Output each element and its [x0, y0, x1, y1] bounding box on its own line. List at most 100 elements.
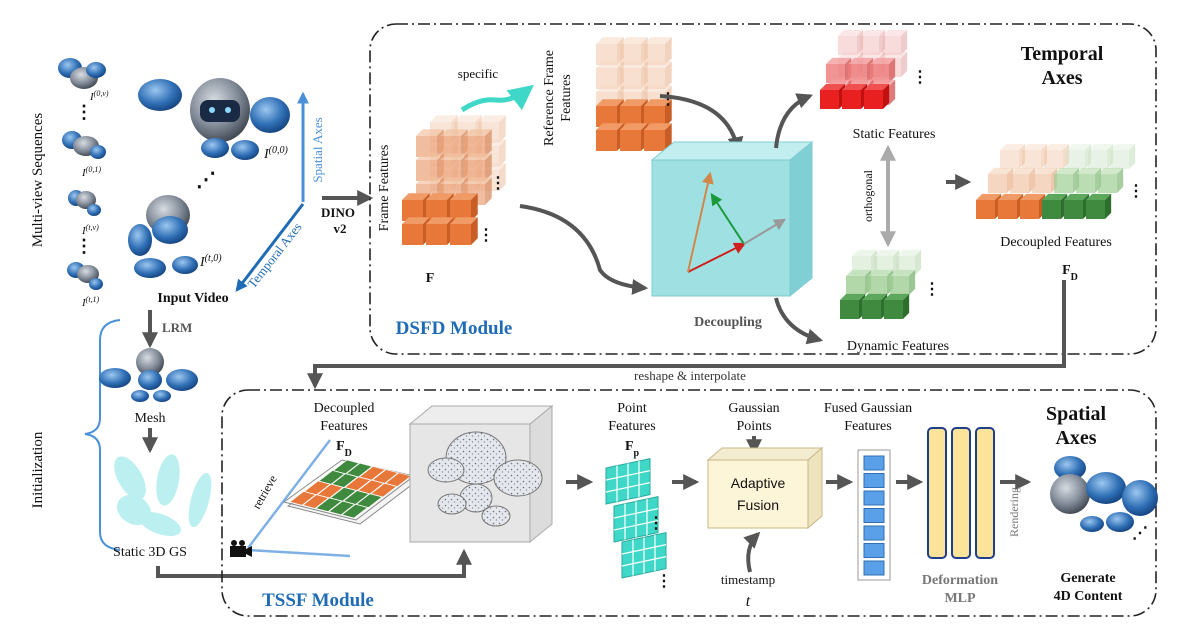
frame-feature-block-mid — [464, 129, 492, 157]
reference-features-grid: ⋮ — [596, 37, 676, 151]
camera-icon — [230, 540, 252, 557]
ref-feature-block-front — [620, 123, 648, 151]
decoupled-block-green-mid — [1098, 167, 1124, 193]
decoupled-block-orange-mid — [988, 167, 1014, 193]
decoupled-block-green-back — [1066, 143, 1092, 169]
initialization-section: Initialization LRM Mesh Static 3D GS — [30, 310, 472, 578]
tssf-box — [221, 389, 1157, 617]
frame-features-label: Frame Features — [377, 145, 392, 232]
ellipsis-dots: ⋮ — [1128, 183, 1144, 200]
static-feature-block-front — [864, 83, 890, 109]
specific-arrow — [460, 84, 534, 113]
frame-to-cube-arrow — [519, 204, 649, 295]
decoupled-block-green-front — [1064, 193, 1090, 219]
ref-feature-block-front — [644, 99, 672, 127]
green-vector — [710, 192, 745, 245]
fused-feature-cell — [863, 560, 885, 576]
ref-feature-block-front — [620, 99, 648, 127]
deformation-label: Deformation — [922, 573, 998, 588]
fused-gaussian-label-2: Features — [844, 419, 891, 434]
ellipsis-dots: ⋮ — [648, 515, 664, 532]
orange-vector — [687, 171, 714, 273]
dynamic-feature-block-front — [884, 293, 910, 319]
static-features-label: Static Features — [853, 127, 936, 142]
retrieve-ray-2 — [247, 548, 351, 558]
robot-frame-t0 — [128, 195, 198, 278]
input-video-label: Input Video — [157, 291, 228, 306]
small-robot-2 — [62, 131, 106, 159]
ref-feature-block-back — [596, 37, 624, 65]
specific-label: specific — [458, 66, 499, 81]
decoupled-block-orange-back — [1000, 143, 1026, 169]
dynamic-feature-block-mid — [868, 269, 894, 295]
adaptive-fusion-label-2: Fusion — [737, 497, 779, 513]
temporal-axes-label: Temporal Axes — [244, 220, 304, 291]
point-cloud-cube — [408, 404, 554, 544]
frame-feature-block-front — [402, 217, 430, 245]
decoupled-block-green-back — [1110, 143, 1136, 169]
tssf-module-title: TSSF Module — [262, 590, 374, 611]
frame-feature-block-front — [402, 193, 430, 221]
generated-4d-robot: ⋰ — [1050, 456, 1158, 542]
main-label-00: I(0,0) — [263, 145, 289, 163]
fused-feature-cell — [863, 455, 885, 471]
point-feature-panel — [621, 532, 667, 579]
generate-label-1: Generate — [1060, 571, 1115, 586]
fused-feature-cell — [863, 473, 885, 488]
frame-label-tv: I(t,v) — [81, 223, 99, 238]
initialization-label: Initialization — [30, 431, 46, 508]
gray-vector — [743, 218, 787, 245]
static-feature-block-back — [882, 29, 908, 55]
fd-symbol-bottom: FD — [336, 439, 352, 459]
ref-feature-block-back — [644, 37, 672, 65]
decoupled-block-orange-front — [1020, 193, 1046, 219]
frame-feature-block-front — [450, 217, 478, 245]
static-feature-block-front — [820, 83, 846, 109]
decoupled-block-green-front — [1086, 193, 1112, 219]
dynamic-feature-block-mid — [890, 269, 916, 295]
dynamic-features-grid: ⋮ — [840, 249, 940, 319]
spatial-axes-title-2: Axes — [1055, 427, 1096, 449]
temporal-axes-title-2: Axes — [1041, 67, 1082, 89]
decoupled-block-green-mid — [1076, 167, 1102, 193]
ref-feature-block-back — [620, 61, 648, 89]
dsfd-module: Temporal Axes Frame Features ⋮⋮ F specif… — [369, 23, 1157, 355]
generate-label-2: 4D Content — [1054, 589, 1123, 604]
orthogonal-label: orthogonal — [861, 169, 875, 222]
point-feature-panel — [613, 496, 659, 543]
adaptive-fusion-label-1: Adaptive — [731, 475, 786, 491]
frame-label-t1: I(t,1) — [81, 295, 100, 310]
rendering-label: Rendering — [1007, 487, 1021, 537]
frame-feature-block-mid — [440, 153, 468, 181]
frame-label-01: I(0,1) — [81, 165, 101, 180]
main-label-t0: I(t,0) — [199, 253, 222, 271]
temporal-axis-arrow — [235, 203, 305, 292]
reference-frame-features-label-1: Reference Frame — [542, 50, 557, 146]
ref-feature-block-front — [596, 99, 624, 127]
timestamp-label: timestamp — [721, 572, 775, 587]
ref-feature-block-back — [644, 61, 672, 89]
retrieve-label: retrieve — [249, 473, 279, 512]
spatial-axes-label: Spatial Axes — [310, 117, 325, 182]
static-gs-label: Static 3D GS — [113, 545, 187, 560]
decoupling-cube — [650, 140, 814, 298]
decoupled-block-orange-back — [1044, 143, 1070, 169]
fd-symbol-top: FD — [1062, 263, 1078, 283]
frame-features-grid: ⋮⋮ — [402, 115, 506, 245]
frame-feature-block-mid — [440, 129, 468, 157]
fused-feature-cell — [863, 508, 885, 523]
static-gs-ellipses — [114, 454, 212, 537]
cube-to-static-arrow — [774, 93, 813, 149]
static-feature-block-back — [838, 29, 864, 55]
dino-version-label: v2 — [334, 221, 347, 236]
ellipsis-1: ⋮ — [75, 102, 93, 122]
dsfd-box — [369, 23, 1157, 355]
ellipsis-dots: ⋮ — [660, 91, 676, 108]
adaptive-fusion-box — [706, 446, 824, 530]
dynamic-feature-block-front — [840, 293, 866, 319]
decoupled-block-green-front — [1042, 193, 1068, 219]
reshape-connector — [307, 280, 1066, 390]
decoupled-features-label: Decoupled Features — [1000, 235, 1112, 250]
spatial-axes-title-1: Spatial — [1046, 403, 1106, 425]
